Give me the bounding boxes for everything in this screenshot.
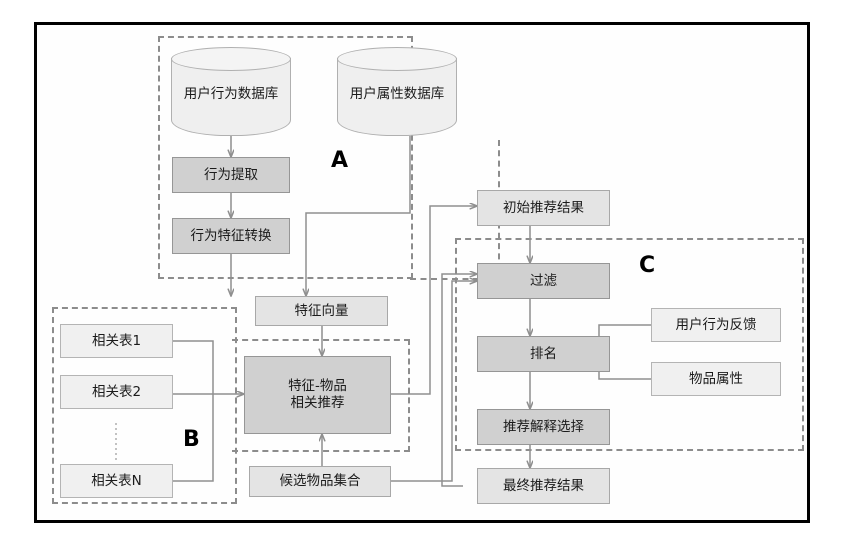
group-region-a bbox=[158, 36, 413, 279]
group-region-b bbox=[52, 307, 237, 504]
node-explanation-select[interactable]: 推荐解释选择 bbox=[477, 409, 610, 445]
node-ranking[interactable]: 排名 bbox=[477, 336, 610, 372]
group-label-c: C bbox=[639, 253, 656, 278]
node-feature-vector[interactable]: 特征向量 bbox=[255, 296, 388, 326]
database-user-behavior-label: 用户行为数据库 bbox=[183, 85, 279, 102]
node-filter[interactable]: 过滤 bbox=[477, 263, 610, 299]
node-behavior-extract[interactable]: 行为提取 bbox=[172, 157, 290, 193]
node-relation-table-n[interactable]: 相关表N bbox=[60, 464, 173, 498]
ellipsis-icon bbox=[115, 420, 117, 463]
node-feature-item-recommend-line2: 相关推荐 bbox=[290, 395, 345, 411]
database-user-attribute-label: 用户属性数据库 bbox=[349, 85, 445, 102]
node-candidate-item-set[interactable]: 候选物品集合 bbox=[249, 466, 391, 497]
cylinder-top bbox=[171, 47, 291, 71]
node-feature-item-recommend-line1: 特征-物品 bbox=[288, 378, 347, 395]
node-user-behavior-feedback[interactable]: 用户行为反馈 bbox=[651, 308, 781, 342]
database-user-attribute: 用户属性数据库 bbox=[337, 47, 457, 136]
node-final-result[interactable]: 最终推荐结果 bbox=[477, 468, 610, 504]
node-feature-item-recommend[interactable]: 特征-物品 相关推荐 bbox=[244, 356, 391, 434]
node-relation-table-2[interactable]: 相关表2 bbox=[60, 375, 173, 409]
node-item-attribute[interactable]: 物品属性 bbox=[651, 362, 781, 396]
node-relation-table-1[interactable]: 相关表1 bbox=[60, 324, 173, 358]
group-label-b: B bbox=[183, 427, 200, 452]
node-initial-result[interactable]: 初始推荐结果 bbox=[477, 190, 610, 226]
cylinder-body bbox=[337, 58, 457, 136]
cylinder-body bbox=[171, 58, 291, 136]
database-user-behavior: 用户行为数据库 bbox=[171, 47, 291, 136]
cylinder-top bbox=[337, 47, 457, 71]
node-behavior-feature-transform[interactable]: 行为特征转换 bbox=[172, 218, 290, 254]
group-label-a: A bbox=[331, 148, 349, 173]
